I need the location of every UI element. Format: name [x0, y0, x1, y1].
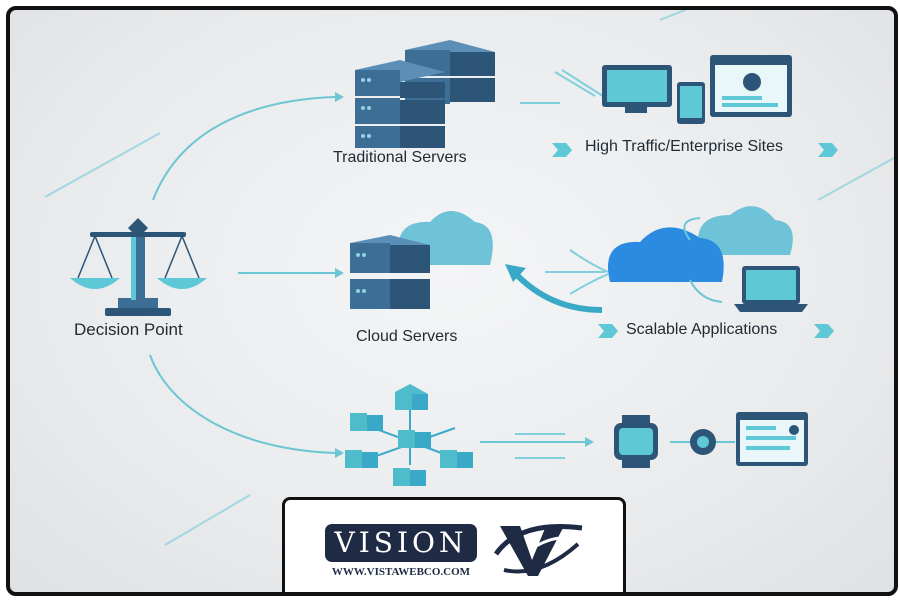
blocks-network-icon — [345, 384, 473, 486]
cloud-servers-label: Cloud Servers — [356, 328, 458, 345]
connector-hub-icon — [670, 429, 735, 455]
flow-diagram — [44, 10, 894, 546]
vision-emblem-icon — [493, 523, 583, 576]
outcome-arrows — [552, 143, 838, 338]
traditional-servers-label: Traditional Servers — [333, 149, 467, 166]
decision-point-label: Decision Point — [74, 320, 183, 339]
browser-window-icon — [736, 412, 808, 466]
devices-icon — [602, 55, 792, 124]
diagram-frame: Decision Point Traditional Servers High … — [6, 6, 898, 596]
scales-icon — [70, 218, 207, 316]
smartwatch-icon — [614, 415, 658, 468]
traditional-servers-icon — [355, 40, 495, 148]
scalable-cloud-icon — [608, 206, 808, 312]
logo-url: WWW.VISTAWEBCO.COM — [331, 566, 471, 578]
speed-dashes — [480, 69, 607, 459]
connector-lines — [149, 92, 344, 458]
decorative-streaks — [44, 10, 894, 546]
high-traffic-label: High Traffic/Enterprise Sites — [585, 138, 784, 155]
cloud-servers-icon — [350, 211, 493, 309]
return-arrow-icon — [505, 249, 609, 313]
scalable-applications-label: Scalable Applications — [626, 321, 778, 338]
logo-panel: VISION WWW.VISTAWEBCO.COM — [282, 497, 626, 592]
logo-wordmark: VISION — [325, 524, 477, 562]
